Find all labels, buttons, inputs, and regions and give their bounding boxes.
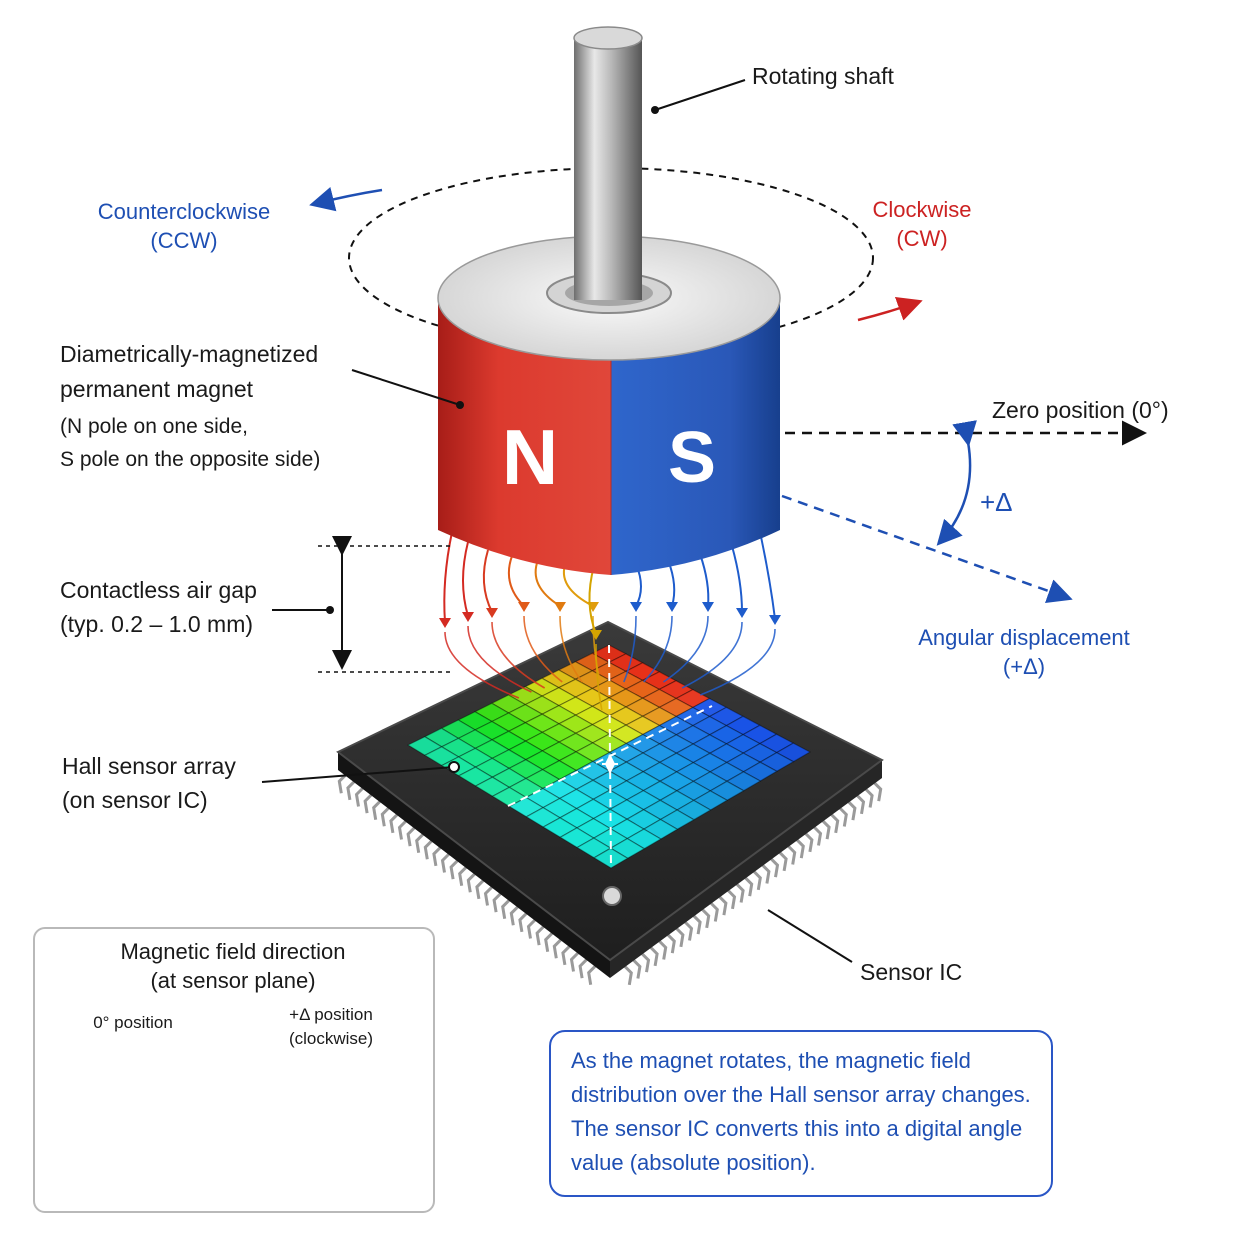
ic-leader [767,909,853,963]
field-line-lower [700,628,776,696]
field-direction-inset [33,927,435,1213]
hall-line2: (on sensor IC) [62,787,208,813]
hall-leader-dot [448,761,460,773]
note-line4: value (absolute position). [571,1150,816,1175]
north-pole-label: N [502,413,558,501]
angular-displacement-arrow [781,494,1073,604]
airgap-label: Contactless air gap (typ. 0.2 – 1.0 mm) [60,576,257,640]
cw-line1: Clockwise [872,197,972,222]
field-line-arrowhead [554,602,566,612]
field-line-arrowhead [702,602,714,612]
zero-position-label: Zero position (0°) [992,396,1169,426]
magnet-leader [351,369,461,406]
hall-leader [261,766,455,783]
field-line [699,553,710,607]
rotating-shaft-text: Rotating shaft [752,63,894,89]
hall-line1: Hall sensor array [62,753,236,779]
field-line-arrowhead [486,608,498,618]
note-line2: distribution over the Hall sensor array … [571,1082,1031,1107]
field-line-lower [595,643,603,711]
magnet-line2: permanent magnet [60,376,254,402]
explanation-note [549,1030,1053,1197]
airgap-line1: Contactless air gap [60,577,257,603]
delta-text: +Δ [980,487,1013,517]
field-line-arrowhead [666,602,678,612]
field-line [482,549,493,613]
note-line3: The sensor IC converts this into a digit… [571,1116,1023,1141]
inset-zero-caption-text: 0° position [93,1013,173,1032]
angular-line2: (+Δ) [1002,653,1046,679]
magnet-leader-dot [456,401,464,409]
inset-zero-caption: 0° position [52,1012,214,1034]
note-line1: As the magnet rotates, the magnetic fiel… [571,1048,971,1073]
field-line [588,565,597,635]
cw-arrow [857,296,923,322]
cw-line2: (CW) [896,225,948,251]
inset-delta-caption-line1: +Δ position [289,1005,373,1024]
ccw-label: Counterclockwise (CCW) [80,198,288,255]
field-line [462,541,469,617]
field-line-arrowhead [736,608,748,618]
inset-title-line2: (at sensor plane) [150,967,316,993]
field-line-arrowhead [630,602,642,612]
field-line-lower [523,615,563,683]
inset-delta-caption: +Δ position (clockwise) [250,1003,412,1051]
inset-title-line1: Magnetic field direction [120,939,346,964]
ccw-arrow [309,187,383,212]
field-line-arrowhead [439,618,451,628]
field-line-lower [444,631,520,699]
delta-label: +Δ [980,486,1013,520]
zero-position-text: Zero position (0°) [992,397,1169,423]
south-pole-label: S [668,418,716,498]
rotation-path [348,167,874,349]
rotating-shaft [573,26,643,300]
shaft-leader [654,79,746,111]
shaft-leader-dot [651,106,659,114]
airgap-leader-dot [326,606,334,614]
magnet-line3: (N pole on one side, [60,415,248,438]
rotating-shaft-label: Rotating shaft [752,62,894,92]
ccw-line1: Counterclockwise [97,199,271,224]
field-line-arrowhead [769,615,781,625]
field-line-arrowhead [518,602,530,612]
magnet-line1: Diametrically-magnetized [60,341,319,367]
field-line-arrowhead [590,630,602,640]
cw-label: Clockwise (CW) [860,196,984,253]
magnet-label: Diametrically-magnetized permanent magne… [60,340,320,473]
field-line-lower [491,621,546,689]
field-line-lower [559,615,583,683]
field-line-lower [681,621,743,689]
explanation-text: As the magnet rotates, the magnetic fiel… [571,1044,1031,1180]
angular-displacement-label: Angular displacement (+Δ) [908,624,1140,681]
field-line [443,531,453,623]
inset-title: Magnetic field direction (at sensor plan… [33,938,433,995]
hall-sensor-array [406,644,812,869]
hall-array-label: Hall sensor array (on sensor IC) [62,752,236,816]
magnetic-field-lines [439,531,781,711]
angular-line1: Angular displacement [918,625,1130,650]
sensor-ic-text: Sensor IC [860,959,963,985]
pin1-marker-icon [602,886,622,906]
field-line [759,531,776,620]
field-line-arrowhead [462,612,474,622]
field-line [731,545,743,613]
field-line-lower [467,625,532,693]
array-axis-v [608,644,612,869]
field-line [508,555,525,607]
delta-arc-arrow [936,420,977,546]
field-line-lower [643,615,673,683]
field-line-lower [623,615,637,683]
array-center-icon [602,753,618,775]
field-line-lower [663,615,709,683]
airgap-line2: (typ. 0.2 – 1.0 mm) [60,611,254,637]
sensor-ic-label: Sensor IC [860,958,962,988]
magnet-line4: S pole on the opposite side) [60,448,321,471]
ccw-line2: (CCW) [150,227,218,253]
inset-delta-caption-line2: (clockwise) [288,1028,374,1048]
